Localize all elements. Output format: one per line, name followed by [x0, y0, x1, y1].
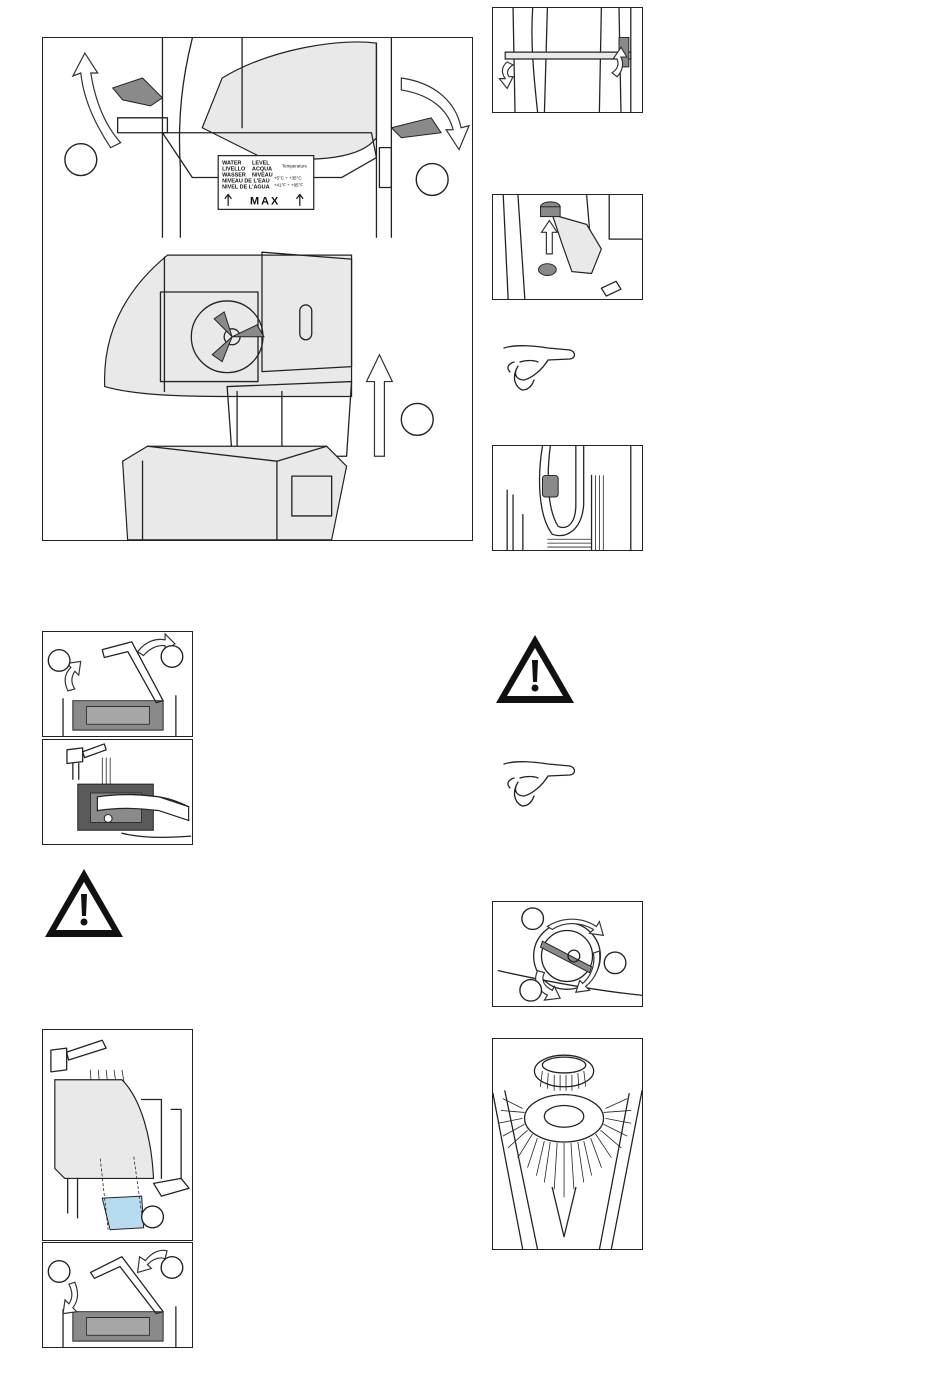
label-temp-c: +5°C ÷ +35°C: [274, 176, 302, 181]
figure-rotor-detail: [492, 901, 643, 1007]
warning-triangle-icon: [493, 632, 577, 706]
figure-valve-detail: [492, 194, 643, 300]
callout-circle: [604, 952, 626, 974]
figure-filter-reinstall: [42, 1242, 193, 1348]
figure-main-disassembly: WATER LEVEL LIVELLO ACQUA WASSER NIVEAU …: [42, 37, 473, 541]
callout-circle: [48, 650, 70, 672]
main-illustration: WATER LEVEL LIVELLO ACQUA WASSER NIVEAU …: [43, 38, 472, 540]
pointing-hand-icon: [496, 336, 578, 396]
pointing-hand-icon: [496, 752, 578, 812]
callout-circle: [520, 980, 542, 1002]
figure-filter-removal: [42, 631, 193, 737]
figure-water-filling: [42, 1029, 193, 1241]
label-temp-f: +41°F ÷ +95°F: [274, 182, 303, 187]
callout-circle: [142, 1206, 164, 1228]
callout-circle: [48, 1261, 70, 1283]
label-max: MAX: [250, 195, 280, 207]
figure-brush-rotor-detail: [492, 1038, 643, 1250]
label-nivel-de-lagua: NIVEL DE L'AGUA: [222, 184, 269, 190]
callout-circle: [161, 646, 183, 668]
callout-circle: [416, 164, 448, 196]
warning-triangle-icon: [42, 866, 126, 940]
figure-latch-detail: [492, 7, 643, 113]
callout-circle: [401, 403, 433, 435]
figure-filter-washing: [42, 739, 193, 845]
callout-circle: [161, 1257, 183, 1279]
label-temperature: Temperature: [282, 164, 308, 169]
figure-pump-detail: [492, 445, 643, 551]
callout-circle: [65, 144, 97, 176]
callout-circle: [522, 908, 544, 930]
